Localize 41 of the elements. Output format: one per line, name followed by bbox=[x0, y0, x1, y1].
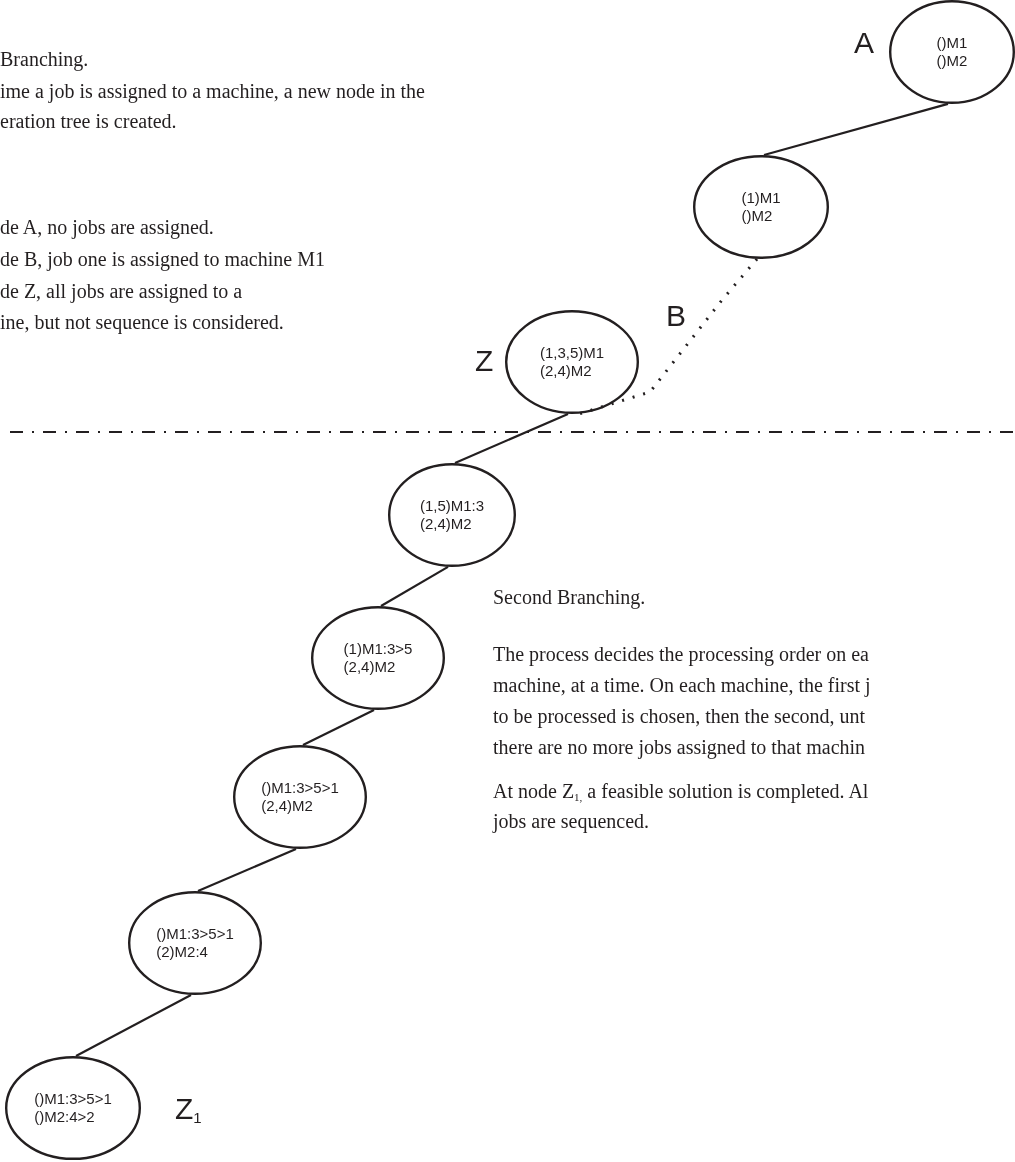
node-text: ()M2 bbox=[936, 52, 968, 70]
connector-line bbox=[197, 847, 297, 893]
node-text: (2,4)M2 bbox=[419, 515, 472, 533]
connector-line bbox=[302, 708, 375, 747]
node-text: (1,3,5)M1 bbox=[539, 344, 605, 362]
node-text: (2,4)M2 bbox=[539, 362, 592, 380]
text-line: jobs are sequenced. bbox=[493, 810, 650, 832]
node-text: ()M1 bbox=[936, 34, 968, 52]
text-line: The process decides the processing order on ea bbox=[493, 643, 869, 665]
text-line: de A, no jobs are assigned. bbox=[0, 216, 214, 238]
node-text: ()M2:4>2 bbox=[34, 1108, 95, 1126]
text-line: ime a job is assigned to a machine, a new node in the bbox=[0, 80, 425, 102]
node-text: (2,4)M2 bbox=[343, 658, 396, 676]
node-letter-label: Z bbox=[475, 346, 494, 376]
text-line: machine, at a time. On each machine, the first j bbox=[493, 674, 871, 696]
text-line: At node Z$_{1,}$ a feasible solution is completed. Al bbox=[493, 780, 869, 805]
connector-line bbox=[75, 993, 192, 1058]
node-text: (2)M2:4 bbox=[156, 943, 208, 961]
node-letter-label: Z$_{1}$ bbox=[175, 1094, 202, 1128]
text-line: there are no more jobs assigned to that machin bbox=[493, 736, 866, 758]
text-line: de B, job one is assigned to machine M1 bbox=[0, 248, 325, 270]
node-text: ()M1:3>5>1 bbox=[34, 1090, 112, 1108]
node-text: (1)M1:3>5 bbox=[343, 640, 413, 658]
node-text: (2,4)M2 bbox=[261, 797, 313, 815]
node-text: ()M2 bbox=[741, 207, 773, 225]
text-line: Second Branching. bbox=[493, 586, 646, 608]
connector-line bbox=[579, 257, 759, 416]
text-line: Branching. bbox=[0, 48, 89, 70]
text-line: de Z, all jobs are assigned to a bbox=[0, 280, 243, 302]
text-line: to be processed is chosen, then the second, unt bbox=[493, 705, 866, 727]
connector-line bbox=[763, 102, 949, 157]
text-line: ine, but not sequence is considered. bbox=[0, 311, 284, 333]
connector-line bbox=[380, 565, 449, 607]
node-text: (1)M1 bbox=[741, 189, 781, 207]
node-text: (1,5)M1:3 bbox=[419, 497, 485, 515]
node-text: ()M1:3>5>1 bbox=[156, 925, 234, 943]
node-letter-label: B bbox=[666, 301, 686, 331]
connector-line bbox=[454, 412, 569, 465]
text-line: eration tree is created. bbox=[0, 110, 177, 132]
node-text: ()M1:3>5>1 bbox=[261, 779, 339, 797]
node-letter-label: A bbox=[854, 28, 874, 58]
